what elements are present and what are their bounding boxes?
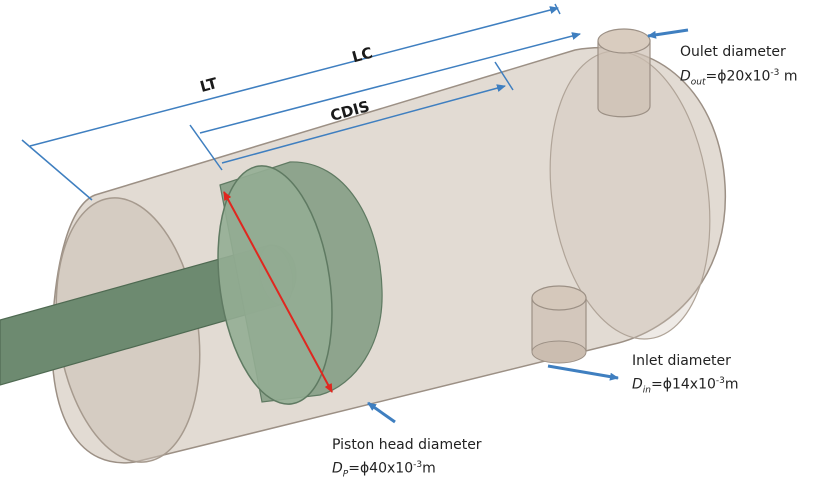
inlet-formula: Din=ϕ14x10-3m — [632, 376, 739, 396]
outlet-label: Oulet diameter — [680, 44, 786, 60]
inlet-label: Inlet diameter — [632, 353, 731, 369]
lt-dimension-line — [29, 6, 559, 147]
piston-head-label: Piston head diameter — [332, 437, 482, 453]
dimension-extension-lines — [21, 3, 561, 201]
lc-dimension-line — [199, 32, 581, 134]
cdis-dimension-line — [221, 84, 506, 164]
piston-diameter-arrow — [223, 191, 333, 393]
outlet-formula: Dout=ϕ20x10-3 m — [680, 68, 798, 88]
inlet-port — [531, 285, 587, 364]
piston-head-formula: DP=ϕ40x10-3m — [332, 460, 436, 480]
inlet-callout-arrow — [547, 364, 619, 381]
piston-head-callout-arrow — [367, 401, 396, 424]
outlet-callout-arrow — [647, 28, 689, 39]
outlet-port — [597, 28, 651, 118]
